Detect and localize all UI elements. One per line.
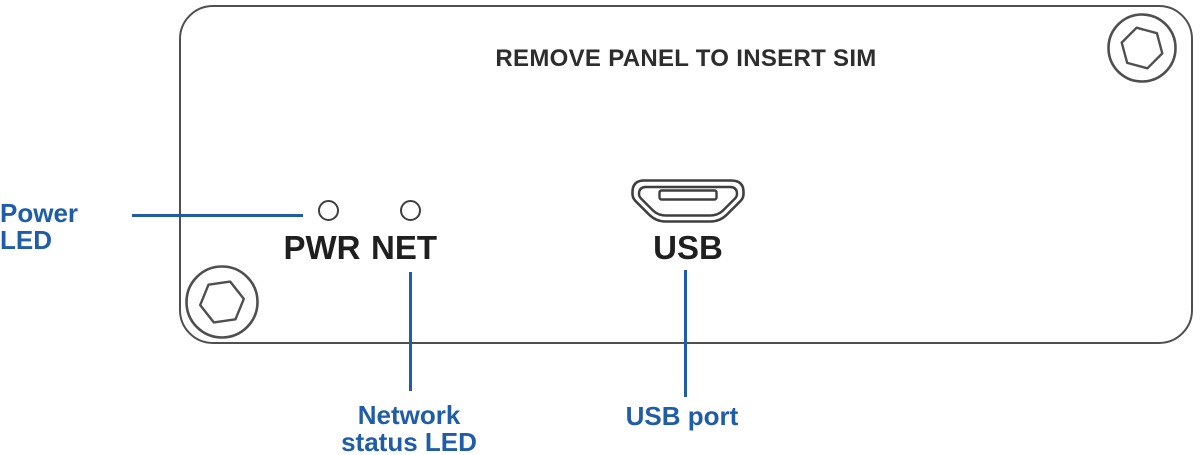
usb-port-label: USB bbox=[653, 229, 723, 266]
hex-screw-icon-bottom-left bbox=[183, 263, 261, 346]
network-led-indicator bbox=[400, 200, 421, 221]
callout-line-power-led bbox=[132, 214, 303, 218]
callout-label-power-led: Power LED bbox=[0, 198, 79, 255]
callout-label-network-line1: Network bbox=[357, 400, 461, 430]
callout-label-usb-port: USB port bbox=[625, 401, 739, 431]
power-led-indicator bbox=[318, 200, 339, 221]
panel-title: REMOVE PANEL TO INSERT SIM bbox=[495, 45, 877, 72]
callout-label-network-line2: status LED bbox=[341, 427, 477, 455]
hex-screw-icon-top-right bbox=[1105, 11, 1179, 90]
callout-label-network-status-led: Network status LED bbox=[309, 402, 509, 455]
pwr-led-label: PWR bbox=[283, 229, 361, 266]
net-led-label: NET bbox=[371, 229, 437, 266]
callout-line-network-led bbox=[409, 272, 413, 391]
callout-line-usb-port bbox=[684, 270, 688, 397]
micro-usb-port-icon bbox=[631, 179, 745, 228]
